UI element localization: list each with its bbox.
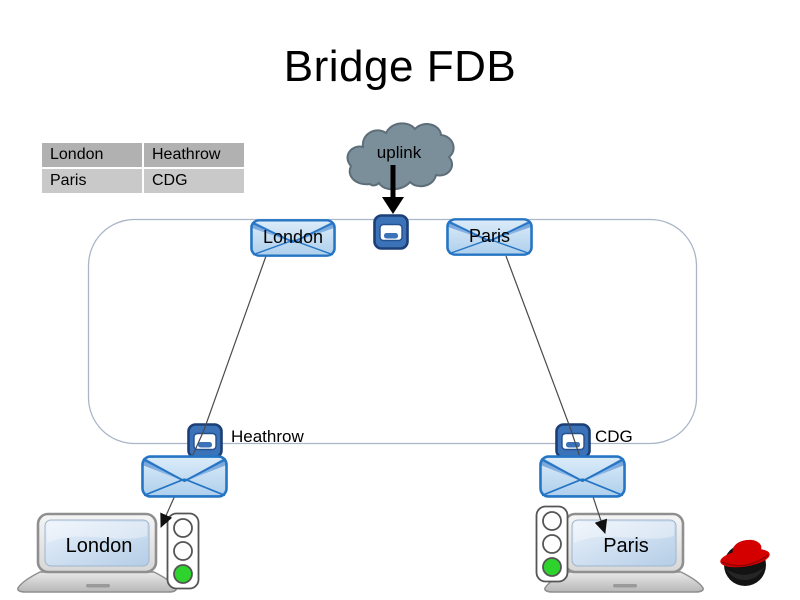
cdg-envelope-icon	[539, 455, 626, 498]
fdb-cell-port: Heathrow	[144, 143, 244, 167]
page-title: Bridge FDB	[283, 42, 517, 91]
redhat-logo-icon	[720, 539, 770, 586]
heathrow-port-label: Heathrow	[231, 427, 304, 446]
fdb-table-row: Paris CDG	[42, 169, 244, 193]
paris-status-lights-icon	[535, 505, 569, 583]
uplink-port-icon	[373, 214, 409, 250]
paris-host-label: Paris	[603, 534, 649, 557]
fdb-table: London Heathrow Paris CDG	[40, 141, 246, 195]
london-status-lights-icon	[166, 512, 200, 590]
fdb-cell-host: London	[42, 143, 142, 167]
paris-frame-label: Paris	[468, 226, 510, 246]
uplink-label: uplink	[376, 143, 422, 162]
fdb-cell-port: CDG	[144, 169, 244, 193]
uplink-cloud	[346, 122, 455, 191]
london-host-label: London	[65, 534, 133, 557]
london-frame-label: London	[262, 227, 324, 247]
fdb-cell-host: Paris	[42, 169, 142, 193]
paris-forwarding-line	[505, 255, 608, 534]
cdg-port-icon	[555, 423, 591, 459]
heathrow-envelope-icon	[141, 455, 228, 498]
fdb-table-row: London Heathrow	[42, 143, 244, 167]
bridge-boundary	[87, 218, 698, 445]
uplink-arrow	[382, 165, 404, 214]
cdg-port-label: CDG	[595, 427, 633, 446]
